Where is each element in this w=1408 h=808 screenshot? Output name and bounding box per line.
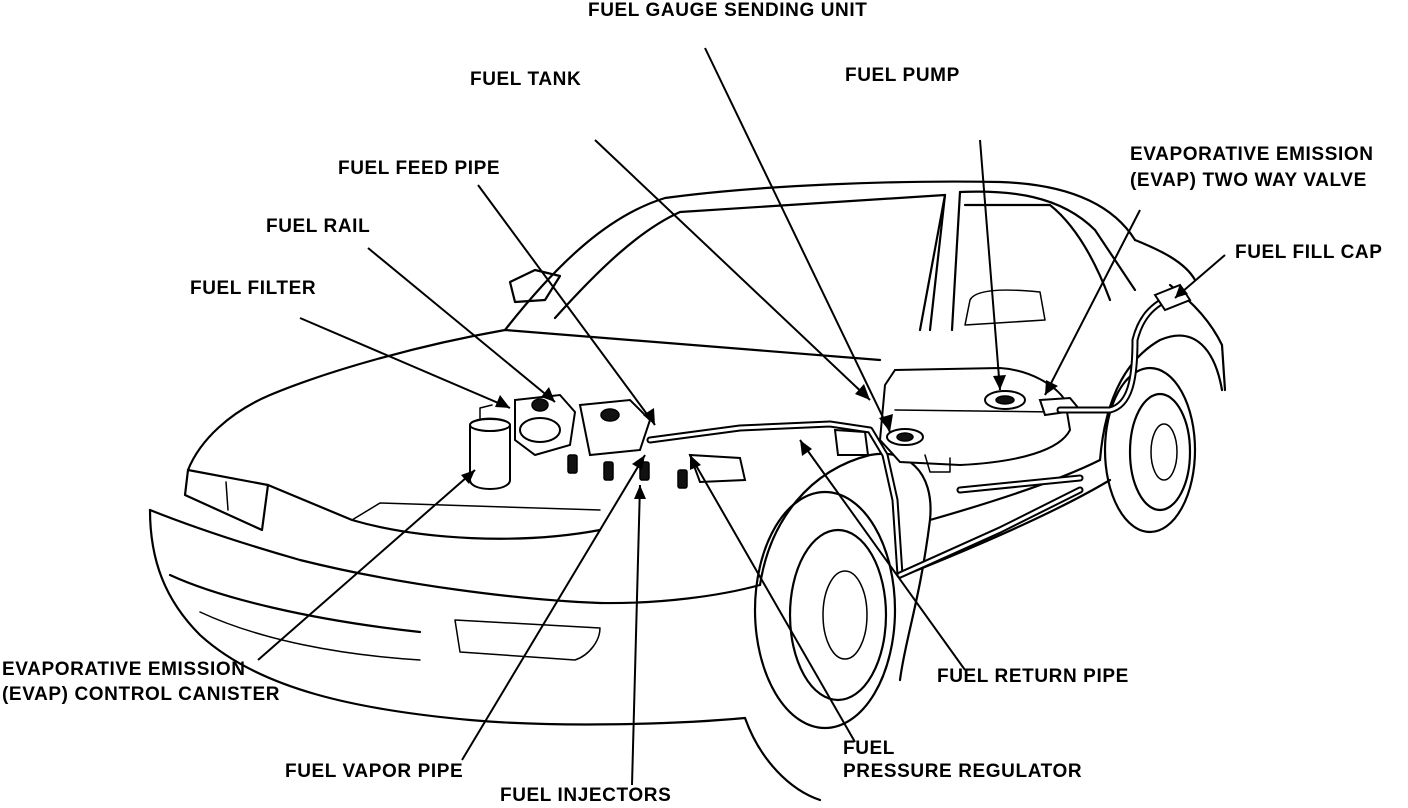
label-evap-two-way-valve-line1: EVAPORATIVE EMISSION <box>1130 144 1374 165</box>
label-fuel-injectors: FUEL INJECTORS <box>500 785 672 806</box>
label-fuel-filter: FUEL FILTER <box>190 278 317 299</box>
label-fuel-pump: FUEL PUMP <box>845 65 960 86</box>
car-body <box>148 180 1227 802</box>
label-fuel-vapor-pipe: FUEL VAPOR PIPE <box>285 761 464 782</box>
label-fuel-rail: FUEL RAIL <box>266 216 371 237</box>
label-fuel-pressure-regulator-line2: PRESSURE REGULATOR <box>843 761 1083 782</box>
label-fuel-fill-cap: FUEL FILL CAP <box>1235 242 1383 263</box>
fuel-tank-shape <box>878 366 1082 473</box>
label-fuel-feed-pipe: FUEL FEED PIPE <box>338 158 501 179</box>
label-evap-control-canister-line1: EVAPORATIVE EMISSION <box>2 659 246 680</box>
label-fuel-pressure-regulator-line1: FUEL <box>843 738 896 759</box>
label-evap-two-way-valve-line2: (EVAP) TWO WAY VALVE <box>1130 170 1367 191</box>
label-fuel-tank: FUEL TANK <box>470 69 582 90</box>
label-evap-control-canister-line2: (EVAP) CONTROL CANISTER <box>2 684 281 705</box>
label-fuel-return-pipe: FUEL RETURN PIPE <box>937 666 1129 687</box>
label-fuel-gauge-sending-unit: FUEL GAUGE SENDING UNIT <box>588 0 868 21</box>
fuel-pipes <box>646 283 1192 579</box>
leader-lines <box>257 47 1226 786</box>
engine-components <box>469 393 870 490</box>
